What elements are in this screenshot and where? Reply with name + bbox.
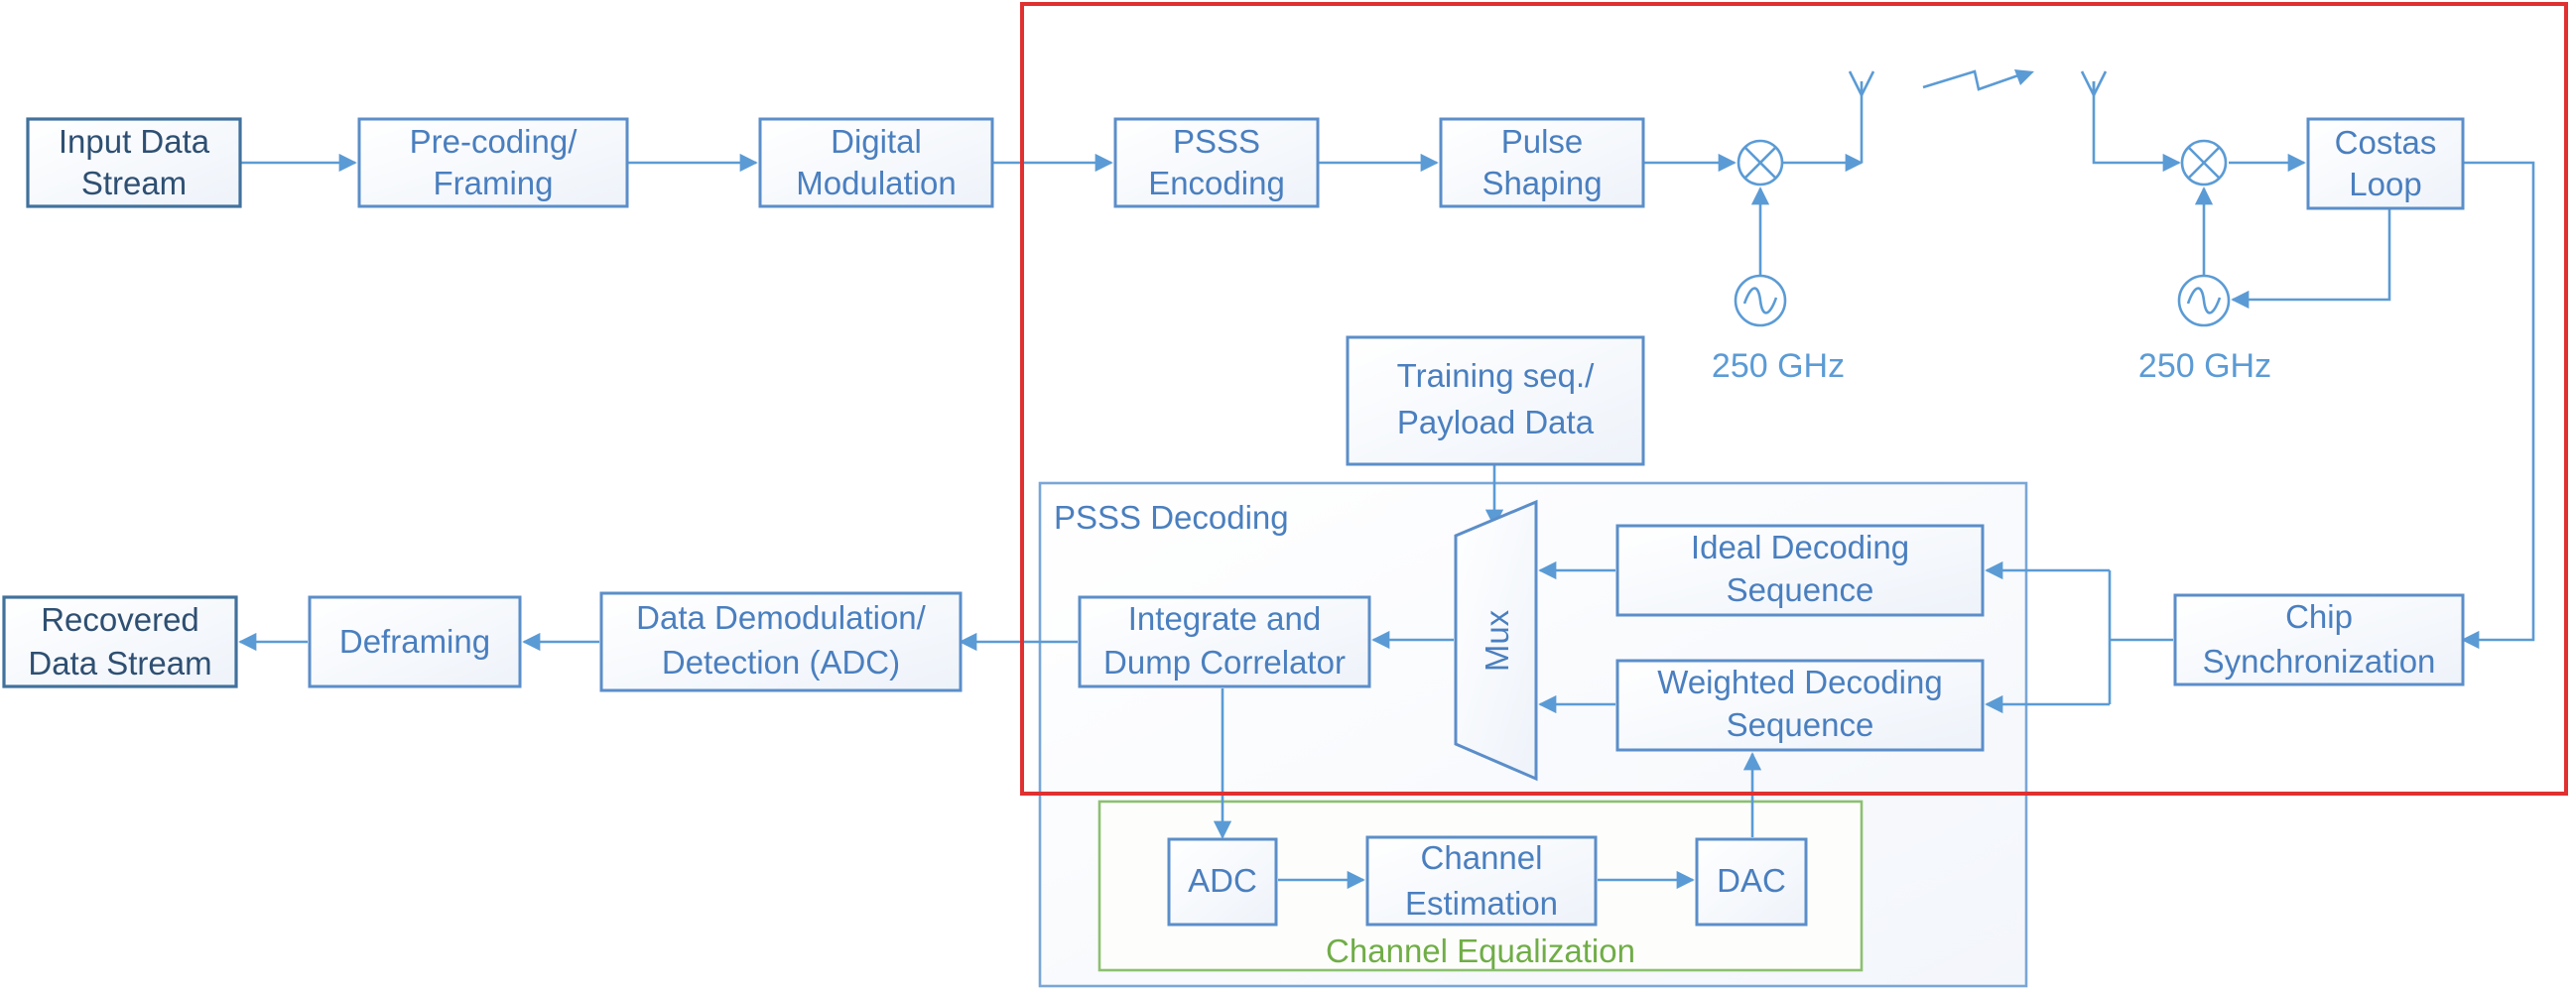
wires [238, 81, 2535, 890]
dac-block: DAC [1695, 837, 1808, 927]
pulse-shaping-block: Pulse Shaping [1439, 117, 1645, 208]
svg-text:Mux: Mux [1479, 609, 1515, 672]
svg-text:Weighted Decoding: Weighted Decoding [1657, 664, 1942, 700]
svg-text:Shaping: Shaping [1481, 165, 1602, 201]
svg-text:Digital: Digital [831, 123, 922, 160]
svg-text:Integrate and: Integrate and [1128, 600, 1322, 637]
svg-text:Encoding: Encoding [1148, 165, 1285, 201]
digital-modulation-block: Digital Modulation [758, 117, 994, 208]
tx-oscillator-icon [1734, 274, 1787, 327]
integrate-dump-block: Integrate and Dump Correlator [1078, 595, 1371, 688]
svg-text:Sequence: Sequence [1727, 571, 1874, 608]
svg-text:Loop: Loop [2349, 166, 2421, 202]
svg-text:Sequence: Sequence [1727, 706, 1874, 743]
rx-frequency-label: 250 GHz [2138, 347, 2271, 385]
tx-mixer-icon [1737, 139, 1784, 186]
costas-loop-block: Costas Loop [2306, 117, 2465, 210]
deframing-block: Deframing [308, 595, 522, 688]
wireless-link-icon [1922, 69, 2034, 91]
tx-frequency-label: 250 GHz [1712, 347, 1845, 385]
svg-text:Ideal Decoding: Ideal Decoding [1691, 529, 1909, 565]
rx-mixer-icon [2180, 139, 2228, 186]
svg-text:Input Data: Input Data [59, 123, 210, 160]
svg-text:ADC: ADC [1188, 862, 1257, 899]
input-data-stream-block: Input Data Stream [26, 117, 242, 208]
svg-text:Synchronization: Synchronization [2203, 643, 2436, 680]
svg-text:Modulation: Modulation [796, 165, 956, 201]
svg-text:DAC: DAC [1717, 862, 1786, 899]
mux-block: Mux [1454, 499, 1538, 782]
data-demod-block: Data Demodulation/ Detection (ADC) [599, 591, 963, 692]
highlight-frame [1020, 2, 2568, 796]
svg-text:PSSS: PSSS [1173, 123, 1260, 160]
rx-oscillator-icon [2177, 274, 2231, 327]
svg-text:Stream: Stream [81, 165, 187, 201]
svg-text:Channel: Channel [1421, 839, 1543, 876]
svg-text:Dump Correlator: Dump Correlator [1103, 644, 1346, 681]
svg-text:Pre-coding/: Pre-coding/ [410, 123, 579, 160]
svg-text:Payload Data: Payload Data [1397, 404, 1595, 440]
svg-text:Training seq./: Training seq./ [1397, 357, 1596, 394]
tx-antenna-icon [1848, 70, 1875, 163]
svg-text:Chip: Chip [2285, 598, 2353, 635]
channel-estimation-block: Channel Estimation [1365, 835, 1598, 927]
svg-text:Deframing: Deframing [339, 623, 490, 660]
svg-text:Recovered: Recovered [41, 601, 199, 638]
chip-sync-block: Chip Synchronization [2173, 593, 2465, 686]
weighted-decoding-block: Weighted Decoding Sequence [1615, 659, 1985, 752]
channel-equalization-label: Channel Equalization [1326, 932, 1635, 969]
rx-antenna-icon [2080, 70, 2108, 98]
svg-text:Costas: Costas [2335, 124, 2437, 161]
svg-text:Estimation: Estimation [1405, 885, 1558, 922]
svg-text:Pulse: Pulse [1501, 123, 1584, 160]
precoding-framing-block: Pre-coding/ Framing [357, 117, 629, 208]
psss-encoding-block: PSSS Encoding [1113, 117, 1320, 208]
recovered-stream-block: Recovered Data Stream [2, 595, 238, 688]
svg-text:Detection (ADC): Detection (ADC) [662, 644, 900, 681]
psss-decoding-label: PSSS Decoding [1054, 499, 1289, 536]
adc-block: ADC [1167, 837, 1278, 927]
svg-text:Data Demodulation/: Data Demodulation/ [636, 599, 926, 636]
svg-text:Data Stream: Data Stream [28, 645, 211, 682]
training-payload-block: Training seq./ Payload Data [1346, 335, 1645, 466]
svg-text:Framing: Framing [433, 165, 553, 201]
ideal-decoding-block: Ideal Decoding Sequence [1615, 524, 1985, 617]
